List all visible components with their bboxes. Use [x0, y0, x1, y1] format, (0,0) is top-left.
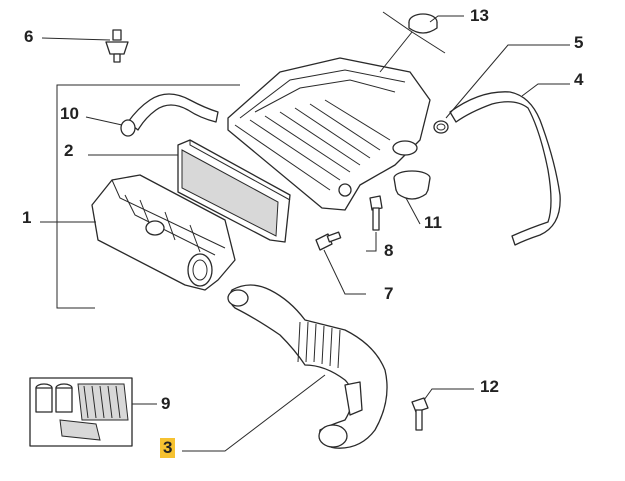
part-6-clip: [105, 29, 129, 63]
leader-13: [429, 15, 464, 23]
leader-3: [182, 374, 326, 452]
part-10-small-hose: [120, 93, 219, 137]
part-airbox-cover: [227, 57, 431, 211]
callout-13: 13: [470, 6, 489, 25]
part-4-breather-hose: [449, 91, 561, 246]
callout-10: 10: [60, 104, 79, 123]
group-bracket-1: [56, 84, 240, 309]
part-13-cap: [408, 13, 438, 34]
part-2-filter-element: [177, 139, 291, 243]
callout-7: 7: [384, 284, 394, 303]
part-5-clamp: [433, 120, 449, 134]
callout-8: 8: [384, 241, 394, 260]
leader-11: [405, 197, 421, 225]
callout-1: 1: [22, 208, 32, 227]
leader-10: [85, 116, 123, 126]
callout-9: 9: [161, 394, 171, 413]
callout-2: 2: [64, 141, 74, 160]
part-1-lower-housing: [91, 174, 236, 291]
leader-12: [423, 388, 474, 401]
part-12-bolt: [411, 397, 429, 431]
callout-5: 5: [574, 33, 584, 52]
part-9-kit-box: [29, 377, 133, 447]
leader-8: [366, 232, 377, 252]
part-11-sleeve: [393, 170, 431, 200]
leader-7: [323, 249, 366, 295]
callout-11: 11: [424, 213, 442, 232]
leader-cover-b: [411, 31, 446, 54]
leader-6: [41, 37, 111, 41]
leader-4: [521, 83, 570, 97]
leader-cover-a: [379, 11, 413, 73]
callout-3: 3: [160, 438, 176, 458]
callout-4: 4: [574, 70, 584, 89]
leader-5: [445, 44, 570, 119]
part-3-intake-duct: [227, 284, 388, 449]
part-8-bolt: [369, 195, 383, 231]
callout-12: 12: [480, 377, 499, 396]
callout-6: 6: [24, 27, 34, 46]
part-7-bolt: [315, 231, 342, 251]
